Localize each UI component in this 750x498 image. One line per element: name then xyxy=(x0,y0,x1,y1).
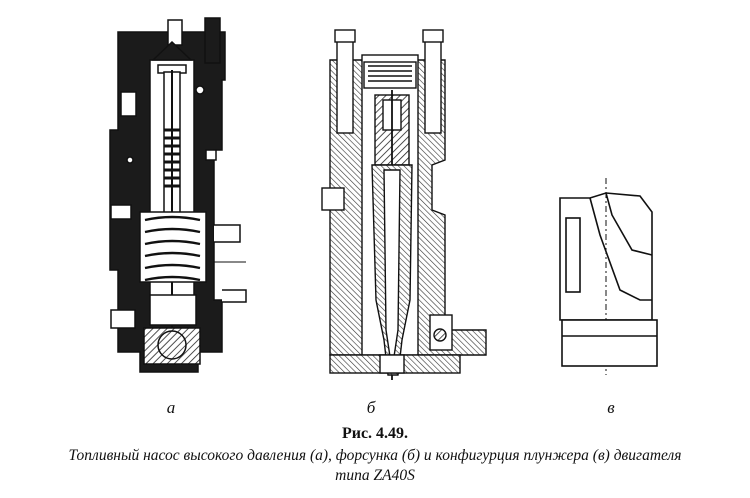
caption-line-2: типа ZA40S xyxy=(335,467,415,484)
figure-area: а б в xyxy=(109,17,658,417)
label-b: б xyxy=(366,398,376,417)
figure-title: Рис. 4.49. xyxy=(341,425,409,442)
plunger-drawing xyxy=(559,178,658,375)
fuel-pump-drawing xyxy=(109,17,658,380)
label-a: а xyxy=(166,398,176,417)
injector-body xyxy=(321,29,487,380)
caption-line-1: Топливный насос высокого давления (а), ф… xyxy=(68,447,682,464)
pump-body xyxy=(109,17,247,373)
figure-caption: Топливный насос высокого давления (а), ф… xyxy=(20,446,730,486)
label-c: в xyxy=(607,398,615,417)
